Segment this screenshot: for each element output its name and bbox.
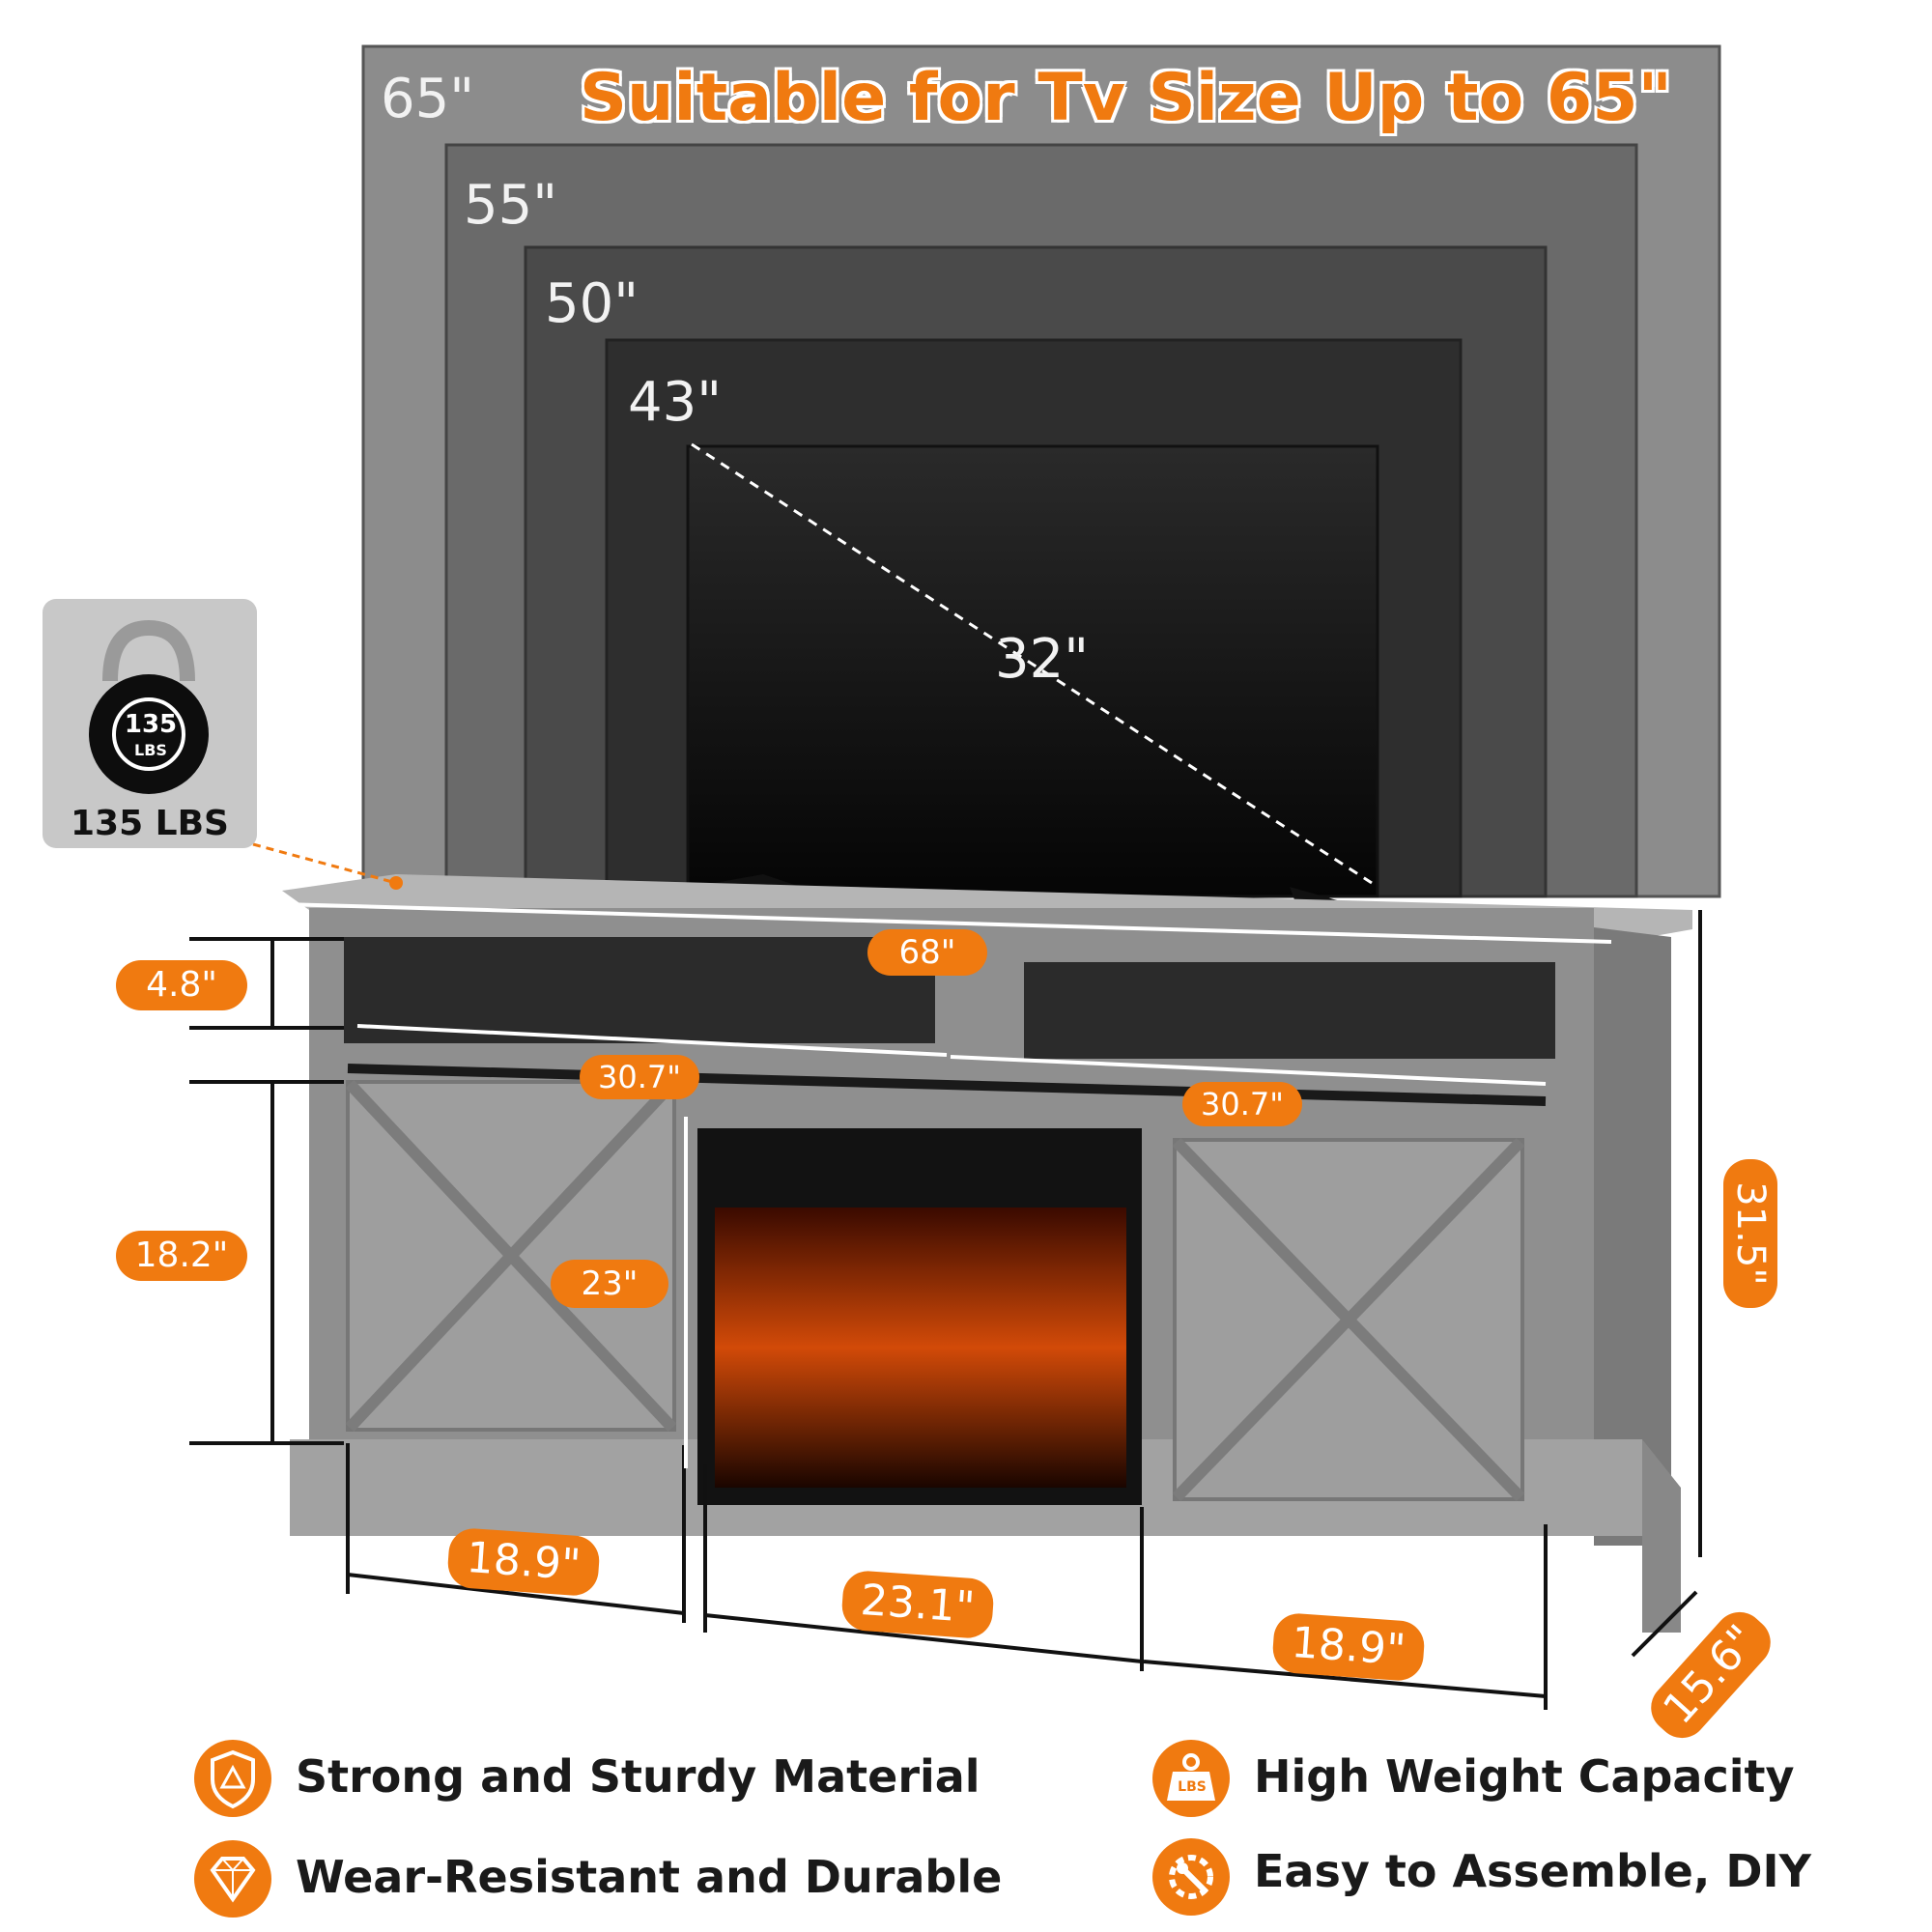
dim-right-cabinet-width: 18.9" xyxy=(1271,1611,1426,1683)
weight-pointer-line xyxy=(252,842,397,885)
dim-fireplace-width: 23.1" xyxy=(840,1569,995,1640)
tv-32-rect xyxy=(686,444,1379,898)
dim-shelf-width-right: 30.7" xyxy=(1182,1082,1302,1126)
wrench-gear-icon xyxy=(1152,1838,1230,1916)
dim-fireplace-height: 23" xyxy=(551,1260,668,1308)
weight-label: 135 LBS xyxy=(71,804,229,843)
tv-size-label-32: 32" xyxy=(995,628,1090,691)
weight-pointer-dot xyxy=(389,876,403,890)
feature-label-strong: Strong and Sturdy Material xyxy=(296,1750,980,1803)
dim-total-height: 31.5" xyxy=(1728,1181,1773,1286)
tv-size-label-55: 55" xyxy=(464,174,558,237)
weight-badge: 135 LBS 135 LBS xyxy=(43,599,257,848)
diagonal-measure-line xyxy=(691,442,1373,885)
kettlebell-icon xyxy=(89,619,209,794)
weight-icon-text: LBS xyxy=(1178,1779,1207,1795)
kettlebell-unit: LBS xyxy=(134,741,167,759)
tv-size-label-65: 65" xyxy=(381,68,475,130)
dim-total-height-pill: 31.5" xyxy=(1723,1159,1777,1308)
feature-label-weight: High Weight Capacity xyxy=(1254,1750,1795,1803)
feature-label-durable: Wear-Resistant and Durable xyxy=(296,1851,1003,1903)
dim-door-height: 18.2" xyxy=(116,1231,247,1281)
shield-icon xyxy=(194,1740,271,1817)
shelf-width-lines xyxy=(356,1024,1547,1468)
weight-lbs-icon xyxy=(1152,1740,1230,1817)
headline: Suitable for Tv Size Up to 65" xyxy=(580,60,1672,136)
tv-size-label-50: 50" xyxy=(545,272,639,335)
diamond-icon xyxy=(194,1840,271,1918)
dim-open-shelf-height: 4.8" xyxy=(116,960,247,1010)
feature-label-assemble: Easy to Assemble, DIY xyxy=(1254,1845,1811,1897)
dim-shelf-width-left: 30.7" xyxy=(580,1055,699,1099)
kettlebell-number: 135 xyxy=(124,710,178,739)
tv-size-label-43: 43" xyxy=(628,371,723,434)
dimension-lines xyxy=(189,902,1702,1710)
dim-left-cabinet-width: 18.9" xyxy=(446,1526,601,1598)
dim-top-width: 68" xyxy=(867,929,987,976)
tv-stand-cabinet xyxy=(282,874,1692,1633)
